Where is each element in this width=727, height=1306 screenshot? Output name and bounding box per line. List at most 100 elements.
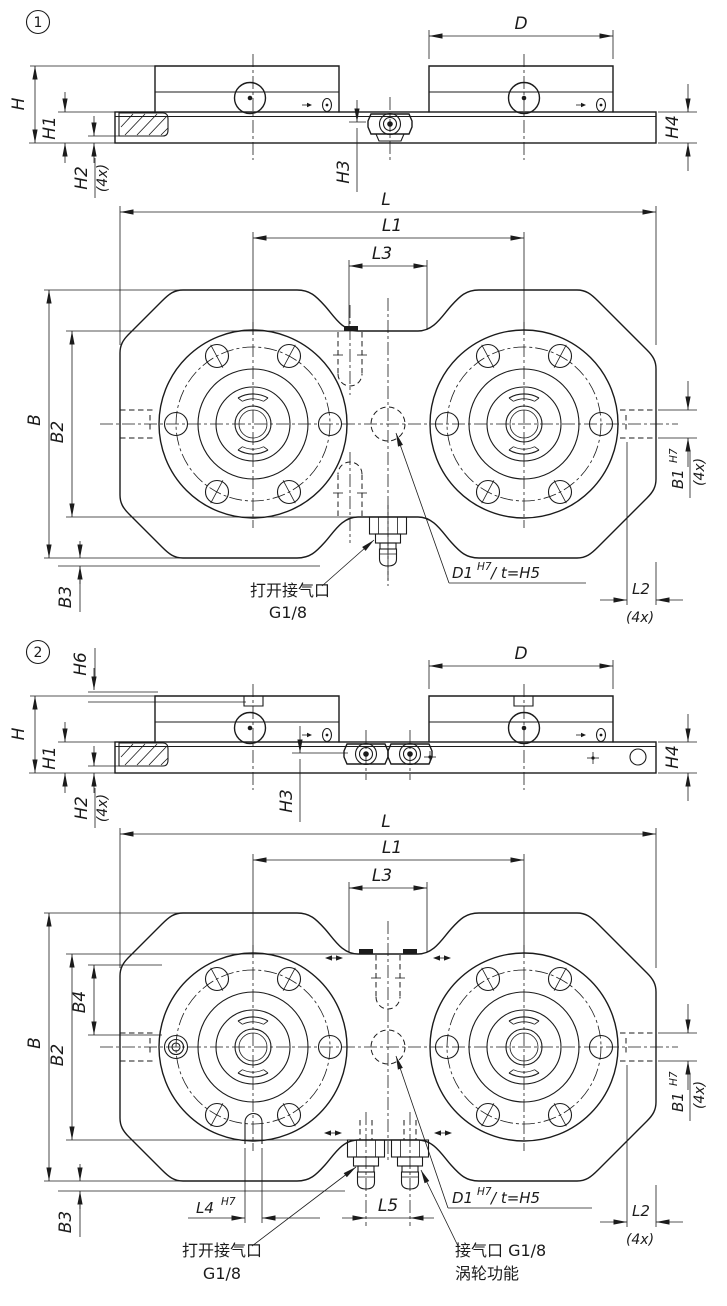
dim-B2-fig1: B2 bbox=[48, 330, 416, 518]
center-bore-D1-fig2 bbox=[370, 1029, 406, 1065]
dim-label-L2-fig1: L2 bbox=[632, 580, 650, 598]
dim-qty-H2: (4x) bbox=[95, 164, 111, 192]
air-open-label-fig1: 打开接气口 bbox=[250, 581, 330, 600]
dim-label-D-fig2: D bbox=[514, 644, 527, 664]
dim-label-L4-sup-fig2: H7 bbox=[221, 1196, 236, 1208]
center-bore-D1-fig1 bbox=[370, 406, 406, 442]
keyway-slot-right-fig1 bbox=[620, 409, 656, 439]
dim-label-B-fig1: B bbox=[25, 414, 45, 426]
plate-cross-marks-fig2 bbox=[424, 751, 599, 764]
dim-H1-fig1: H1 bbox=[40, 92, 115, 163]
dim-label-H2: H2 bbox=[72, 166, 92, 190]
dim-label-H1-fig2: H1 bbox=[40, 746, 60, 770]
dim-D-fig1: D bbox=[428, 14, 614, 59]
figure1-top-view: L L1 L3 B bbox=[25, 190, 708, 626]
fitting-ring-outer bbox=[167, 1038, 185, 1056]
dim-label-B1-sup-fig2: H7 bbox=[668, 1071, 680, 1086]
dim-label-B1-fig2: B1 bbox=[669, 1092, 687, 1112]
dim-qty-L2-fig2: (4x) bbox=[626, 1232, 654, 1248]
figure2-side-view: H6 H H1 H2 (4x) bbox=[9, 644, 697, 828]
dim-L-fig2: L bbox=[119, 812, 657, 968]
dim-H3-fig1: H3 bbox=[334, 100, 366, 192]
dim-L5-fig2: L5 bbox=[342, 1196, 434, 1221]
dim-label-L1-fig1: L1 bbox=[382, 216, 402, 236]
dim-B3-fig1: B3 bbox=[56, 541, 320, 612]
dim-H-fig1: H bbox=[9, 65, 155, 144]
dim-qty-L2-fig1: (4x) bbox=[626, 610, 654, 626]
dim-qty-H2-fig2: (4x) bbox=[95, 794, 111, 822]
dim-label-H2-fig2: H2 bbox=[72, 796, 92, 820]
dim-label-L-fig1: L bbox=[381, 190, 390, 210]
dim-label-L3-fig1: L3 bbox=[372, 244, 392, 264]
dim-label-H4-fig2: H4 bbox=[663, 745, 683, 769]
callout-label-D1-sup-fig1: H7 bbox=[477, 561, 492, 573]
dim-B2-fig2: B2 bbox=[48, 953, 416, 1141]
dim-B-fig2: B bbox=[25, 912, 186, 1182]
dim-L1-fig2: L1 bbox=[252, 838, 525, 958]
dim-L3-fig2: L3 bbox=[348, 866, 428, 952]
dim-label-L3-fig2: L3 bbox=[372, 866, 392, 886]
callout-air-turbo-fig2: 接气口 G1/8 涡轮功能 bbox=[420, 1169, 546, 1283]
dim-label-H1: H1 bbox=[40, 116, 60, 140]
callout-label-D1-rest-fig1: / t=H5 bbox=[489, 564, 540, 582]
callout-label-D1-sup-fig2: H7 bbox=[477, 1186, 492, 1198]
dim-qty-B1-fig2: (4x) bbox=[692, 1081, 708, 1109]
callout-label-D1-rest-fig2: / t=H5 bbox=[489, 1189, 540, 1207]
air-turbo-function-fig2: 涡轮功能 bbox=[455, 1264, 519, 1283]
dim-L4-fig2: L4 H7 bbox=[188, 1148, 320, 1223]
dim-qty-B1-fig1: (4x) bbox=[692, 458, 708, 486]
figure2-badge: 2 bbox=[25, 639, 51, 665]
dim-H-fig2: H bbox=[9, 695, 155, 774]
keyway-slot-left-fig1 bbox=[120, 409, 155, 439]
dim-L-fig1: L bbox=[119, 190, 657, 345]
dim-label-L4-fig2: L4 bbox=[196, 1199, 214, 1217]
turbo-notch-left bbox=[243, 696, 264, 707]
dim-label-B1-fig1: B1 bbox=[669, 469, 687, 489]
dim-B1-fig1: B1 H7 (4x) bbox=[658, 381, 708, 498]
dim-L2-fig1: L2 (4x) bbox=[600, 442, 683, 626]
dim-label-B2-fig2: B2 bbox=[48, 1044, 68, 1066]
dim-L3-fig1: L3 bbox=[348, 244, 428, 330]
dim-label-L1-fig2: L1 bbox=[382, 838, 402, 858]
dim-label-B3-fig2: B3 bbox=[56, 1211, 76, 1233]
dim-label-H-fig2: H bbox=[9, 727, 29, 740]
callout-air-open-fig2: 打开接气口 G1/8 bbox=[182, 1166, 357, 1283]
dim-label-H3-fig2: H3 bbox=[277, 789, 297, 813]
turbo-notch-right bbox=[513, 696, 534, 707]
air-open-thread-fig1: G1/8 bbox=[269, 603, 307, 622]
dim-H1-fig2: H1 bbox=[40, 722, 115, 793]
dim-H2-fig2: H2 (4x) bbox=[72, 746, 119, 828]
keyway-slot-left-fig2 bbox=[120, 1032, 155, 1062]
fitting-ring-inner bbox=[171, 1042, 181, 1052]
air-open-label-fig2: 打开接气口 bbox=[182, 1241, 262, 1260]
dim-B1-fig2: B1 H7 (4x) bbox=[658, 1004, 708, 1121]
dim-H4-fig1: H4 bbox=[658, 84, 697, 171]
dim-D-fig2: D bbox=[428, 644, 614, 689]
keyway-slot-right-fig2 bbox=[620, 1032, 656, 1062]
dim-label-L-fig2: L bbox=[381, 812, 390, 832]
dim-label-H4: H4 bbox=[663, 115, 683, 139]
side-hole-fig2 bbox=[629, 748, 647, 766]
dim-label-L2-fig2: L2 bbox=[632, 1202, 650, 1220]
dim-label-B3-fig1: B3 bbox=[56, 586, 76, 608]
callout-D1-fig1: D1 H7 / t=H5 bbox=[395, 432, 586, 584]
dim-B3-fig2: B3 bbox=[56, 1164, 345, 1237]
callout-label-D1-fig1: D1 bbox=[452, 564, 473, 582]
dim-H3-fig2: H3 bbox=[277, 726, 348, 822]
L4-slot bbox=[244, 1113, 263, 1144]
dim-label-L5-fig2: L5 bbox=[378, 1196, 398, 1216]
dim-label-H3: H3 bbox=[334, 160, 354, 184]
callout-air-open-fig1: 打开接气口 G1/8 bbox=[250, 539, 375, 622]
air-turbo-label-fig2: 接气口 G1/8 bbox=[455, 1241, 546, 1260]
figure2-badge-number: 2 bbox=[34, 645, 43, 661]
figure1: 1 H bbox=[9, 9, 708, 626]
dim-B-fig1: B bbox=[25, 289, 186, 559]
dim-H2-fig1: H2 (4x) bbox=[72, 116, 119, 198]
dim-label-B1-sup-fig1: H7 bbox=[668, 448, 680, 463]
figure2-top-view: L L1 L3 B bbox=[25, 812, 708, 1283]
dim-L2-fig2: L2 (4x) bbox=[600, 1065, 683, 1248]
figure1-badge: 1 bbox=[25, 9, 51, 35]
figure1-badge-number: 1 bbox=[34, 15, 43, 31]
